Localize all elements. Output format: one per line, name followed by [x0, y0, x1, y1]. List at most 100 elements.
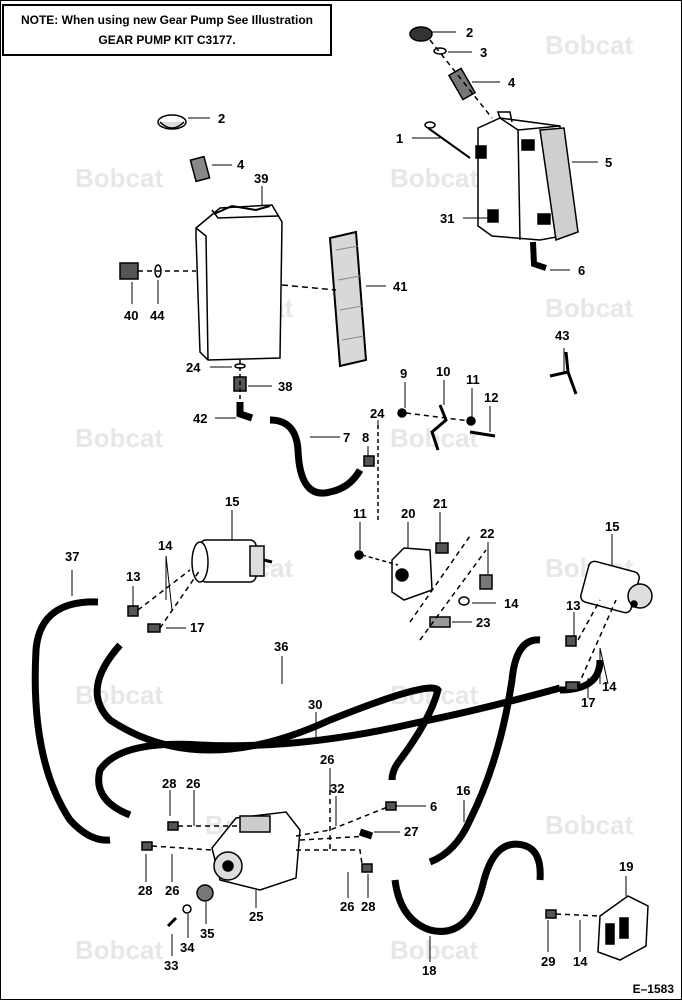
callout-14: 14	[504, 596, 519, 611]
callout-40: 40	[124, 308, 138, 323]
callout-2: 2	[218, 111, 225, 126]
figure-code: E–1583	[632, 982, 674, 996]
callout-34: 34	[180, 940, 195, 955]
callout-27: 27	[404, 824, 418, 839]
callout-15: 15	[605, 519, 619, 534]
callout-labels: 2 4 39 2 3 4 1 5 31 6 41 40 44 24 38 42 …	[65, 25, 633, 978]
bobcat-watermark: Bobcat	[390, 163, 479, 193]
callout-28: 28	[138, 883, 152, 898]
callout-14: 14	[573, 954, 588, 969]
callout-26: 26	[186, 776, 200, 791]
hose-30	[95, 684, 561, 819]
hose-16	[428, 636, 541, 866]
dipstick	[424, 121, 471, 159]
strainer-right	[447, 67, 477, 101]
note-line-1: NOTE: When using new Gear Pump See Illus…	[20, 13, 314, 27]
callout-21: 21	[433, 496, 447, 511]
callout-26: 26	[340, 899, 354, 914]
callout-8: 8	[362, 430, 369, 445]
fitting-8	[363, 455, 375, 467]
bobcat-watermark: Bobcat	[390, 935, 479, 965]
callout-33: 33	[164, 958, 178, 973]
callout-26: 26	[320, 752, 334, 767]
callout-18: 18	[422, 963, 436, 978]
callout-9: 9	[400, 366, 407, 381]
drive-motor-left	[191, 539, 273, 583]
callout-41: 41	[393, 279, 407, 294]
callout-44: 44	[150, 308, 165, 323]
callout-31: 31	[440, 211, 454, 226]
callout-36: 36	[274, 639, 288, 654]
callout-15: 15	[225, 494, 239, 509]
callout-5: 5	[605, 155, 612, 170]
callout-13: 13	[126, 569, 140, 584]
fitting-21	[435, 542, 449, 554]
callout-6: 6	[578, 263, 585, 278]
bracket-43	[549, 351, 578, 395]
callout-10: 10	[436, 364, 450, 379]
hose-37	[31, 598, 111, 844]
plug-22	[479, 574, 493, 590]
note-line-2: GEAR PUMP KIT C3177.	[98, 33, 236, 47]
fittings-misc	[127, 605, 579, 919]
callout-24: 24	[186, 360, 201, 375]
bobcat-watermark: Bobcat	[545, 810, 634, 840]
callout-11: 11	[353, 506, 367, 521]
elbow-fitting-6	[530, 241, 547, 271]
callout-19: 19	[619, 859, 633, 874]
callout-13: 13	[566, 598, 580, 613]
gasket-right	[433, 47, 447, 55]
hose-7	[269, 416, 364, 497]
callout-24: 24	[370, 406, 385, 421]
hose-18	[391, 840, 544, 935]
callout-12: 12	[484, 390, 498, 405]
callout-37: 37	[65, 549, 79, 564]
nut-11-valve	[354, 550, 364, 560]
bolt-9	[397, 408, 407, 418]
breather-element	[328, 230, 368, 368]
hydrostatic-pump	[211, 811, 301, 891]
callout-25: 25	[249, 909, 263, 924]
control-valve-19	[597, 895, 649, 961]
bobcat-watermark: Bobcat	[75, 423, 164, 453]
callout-23: 23	[476, 615, 490, 630]
strainer-left	[189, 155, 211, 183]
leader-lines	[71, 31, 627, 962]
hydraulic-reservoir-right	[475, 111, 579, 242]
callout-17: 17	[190, 620, 204, 635]
washer-34	[182, 904, 192, 914]
coupler-35	[196, 884, 214, 902]
spring-23	[429, 616, 451, 628]
drive-motor-right	[580, 560, 653, 614]
callout-1: 1	[396, 131, 403, 146]
bracket-10	[430, 404, 448, 451]
bobcat-watermark: Bobcat	[75, 163, 164, 193]
callout-14: 14	[602, 679, 617, 694]
callout-29: 29	[541, 954, 555, 969]
hydraulic-reservoir-left	[195, 204, 283, 361]
callout-3: 3	[480, 45, 487, 60]
bobcat-watermark: Bobcat	[545, 293, 634, 323]
callout-28: 28	[162, 776, 176, 791]
callout-42: 42	[193, 411, 207, 426]
callout-7: 7	[343, 430, 350, 445]
callout-6: 6	[430, 799, 437, 814]
callout-39: 39	[254, 171, 268, 186]
elbow-42	[236, 402, 254, 422]
nut-11-top	[466, 416, 476, 426]
callout-14: 14	[158, 538, 173, 553]
connection-dashes	[137, 569, 617, 917]
callout-38: 38	[278, 379, 292, 394]
callout-2: 2	[466, 25, 473, 40]
relief-valve-20	[391, 547, 433, 601]
callout-4: 4	[237, 157, 245, 172]
fitting-40	[119, 262, 139, 280]
bobcat-watermark: Bobcat	[545, 30, 634, 60]
note-box: NOTE: When using new Gear Pump See Illus…	[2, 4, 332, 56]
callout-16: 16	[456, 783, 470, 798]
o-ring-14-valve	[458, 596, 470, 606]
filler-cap-right	[409, 26, 433, 42]
bolt-12	[469, 430, 496, 438]
